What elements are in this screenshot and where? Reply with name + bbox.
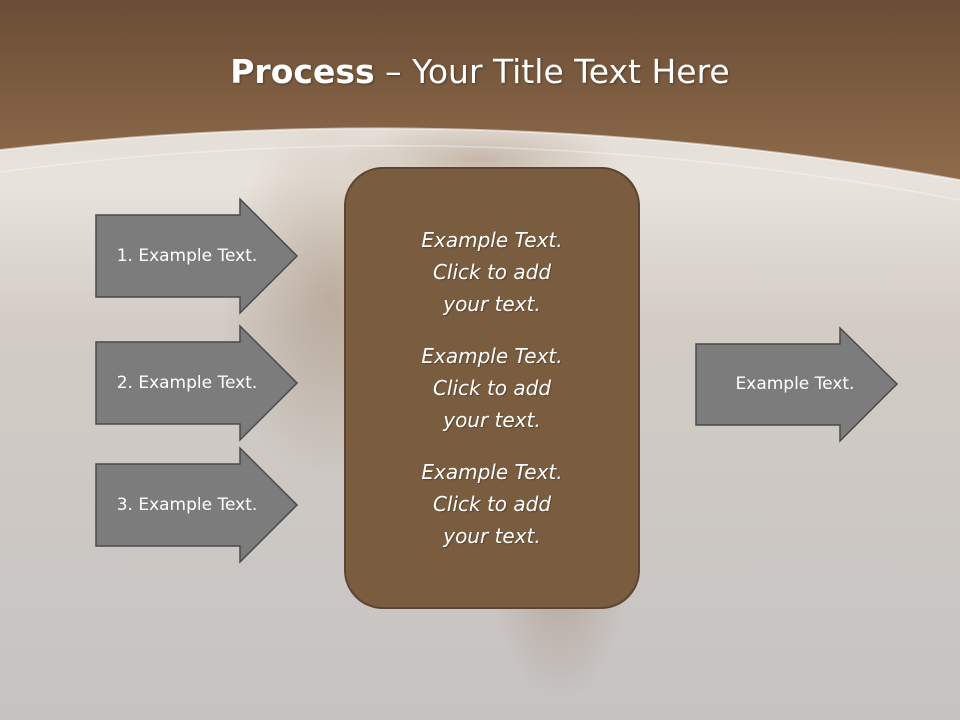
title-bold-part: Process xyxy=(230,52,375,91)
left-arrow-3-label: 3. Example Text. xyxy=(116,495,258,515)
right-arrow[interactable] xyxy=(695,326,899,443)
left-arrow-1[interactable] xyxy=(95,197,299,315)
left-arrow-2-label: 2. Example Text. xyxy=(116,373,258,393)
center-paragraph-1: Example Text. Click to add your text. xyxy=(421,228,563,316)
left-arrow-3[interactable] xyxy=(95,446,299,564)
center-box[interactable]: Example Text. Click to add your text. Ex… xyxy=(345,168,639,608)
left-arrow-1-label: 1. Example Text. xyxy=(116,246,258,266)
center-paragraph-2: Example Text. Click to add your text. xyxy=(421,344,563,432)
title-rest-part: – Your Title Text Here xyxy=(374,52,730,91)
center-box-shape[interactable] xyxy=(344,167,640,609)
center-paragraph-3: Example Text. Click to add your text. xyxy=(421,460,563,548)
left-arrow-2[interactable] xyxy=(95,324,299,442)
slide-title[interactable]: Process – Your Title Text Here xyxy=(0,52,960,91)
right-arrow-label: Example Text. xyxy=(735,374,855,394)
